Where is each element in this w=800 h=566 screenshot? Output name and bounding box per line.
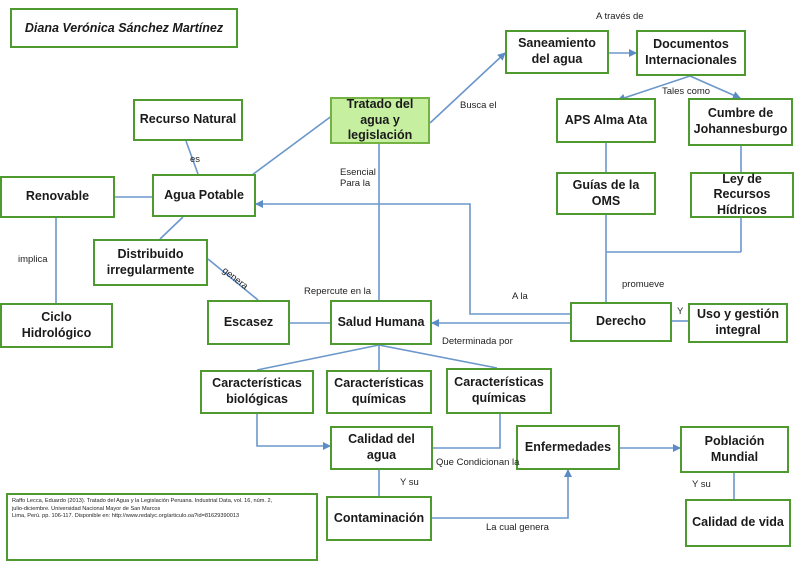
node-car-quimicas-2[interactable]: Características químicas [446,368,552,414]
node-derecho[interactable]: Derecho [570,302,672,342]
node-uso-gestion[interactable]: Uso y gestión integral [688,303,788,343]
label-es: es [190,154,201,165]
label-a-la: A la [512,291,528,302]
node-poblacion-mundial-label: Población Mundial [704,433,765,464]
node-aps-alma-ata-label: APS Alma Ata [564,112,648,127]
label-y: Y [677,306,684,317]
label-determinada-por: Determinada por [442,336,513,347]
node-poblacion-mundial[interactable]: Población Mundial [680,426,789,473]
node-cumbre-label: Cumbre de Johannesburgo [693,106,788,136]
node-ciclo-hidrologico-label: Ciclo Hidrológico [21,309,92,340]
node-calidad-vida[interactable]: Calidad de vida [685,499,791,547]
author-box: Diana Verónica Sánchez Martínez [10,8,238,48]
node-car-quimicas-1-label: Características químicas [334,376,424,406]
node-ley-recursos[interactable]: Ley de Recursos Hídricos [690,172,794,218]
node-distribuido[interactable]: Distribuido irregularmente [93,239,208,286]
node-tratado[interactable]: Tratado del agua y legislación [330,97,430,144]
label-busca-el: Busca el [460,100,497,111]
node-calidad-vida-label: Calidad de vida [692,515,784,530]
node-contaminacion[interactable]: Contaminación [326,496,432,541]
label-implica: implica [18,254,48,265]
label-repercute: Repercute en la [304,286,372,297]
label-promueve: promueve [622,279,665,290]
node-saneamiento-label: Saneamiento del agua [518,36,596,66]
node-distribuido-label: Distribuido irregularmente [106,246,195,277]
node-car-biologicas[interactable]: Características biológicas [200,370,314,414]
node-renovable[interactable]: Renovable [0,176,115,218]
node-ley-recursos-label: Ley de Recursos Hídricos [713,171,771,217]
node-escasez[interactable]: Escasez [207,300,290,345]
node-salud-humana[interactable]: Salud Humana [330,300,432,345]
node-guias-oms-label: Guías de la OMS [572,177,640,208]
label-esencial: Esencial Para la [340,167,376,189]
label-tales-como: Tales como [662,86,711,97]
label-que-condicionan: Que Condicionan la [436,457,520,468]
node-enfermedades[interactable]: Enfermedades [516,425,620,470]
node-uso-gestion-label: Uso y gestión integral [697,307,779,337]
node-renovable-label: Renovable [25,189,90,204]
node-saneamiento[interactable]: Saneamiento del agua [505,30,609,74]
node-escasez-label: Escasez [223,314,274,329]
author-name: Diana Verónica Sánchez Martínez [24,21,224,35]
node-calidad-agua-label: Calidad del agua [348,432,415,462]
node-agua-potable[interactable]: Agua Potable [152,174,256,217]
node-car-biologicas-label: Características biológicas [212,376,302,406]
node-salud-humana-label: Salud Humana [337,314,425,329]
reference-box: Raffo Lecca, Eduardo (2013). Tratado del… [6,493,318,561]
label-la-cual-genera: La cual genera [486,522,549,533]
node-enfermedades-label: Enfermedades [524,439,612,454]
node-recurso-natural-label: Recurso Natural [139,112,237,127]
reference-line-1: Raffo Lecca, Eduardo (2013). Tratado del… [12,498,273,504]
node-aps-alma-ata[interactable]: APS Alma Ata [556,98,656,143]
node-documentos-label: Documentos Internacionales [645,37,737,67]
label-a-traves-de: A través de [596,11,644,22]
label-y-su-2: Y su [692,479,711,490]
node-ciclo-hidrologico[interactable]: Ciclo Hidrológico [0,303,113,348]
node-derecho-label: Derecho [595,314,647,329]
node-documentos[interactable]: Documentos Internacionales [636,30,746,76]
node-contaminacion-label: Contaminación [333,510,425,525]
node-car-quimicas-2-label: Características químicas [454,375,544,405]
node-recurso-natural[interactable]: Recurso Natural [133,99,243,141]
node-tratado-label: Tratado del agua y legislación [346,97,414,143]
node-guias-oms[interactable]: Guías de la OMS [556,172,656,215]
node-calidad-agua[interactable]: Calidad del agua [330,426,433,470]
reference-line-3: Lima, Perú. pp. 106-117. Disponible en: … [12,513,240,520]
node-car-quimicas-1[interactable]: Características químicas [326,370,432,414]
reference-line-2: julio-diciembre. Universidad Nacional Ma… [12,505,161,512]
node-agua-potable-label: Agua Potable [164,187,244,202]
label-y-su-1: Y su [400,477,419,488]
node-cumbre[interactable]: Cumbre de Johannesburgo [688,98,793,146]
